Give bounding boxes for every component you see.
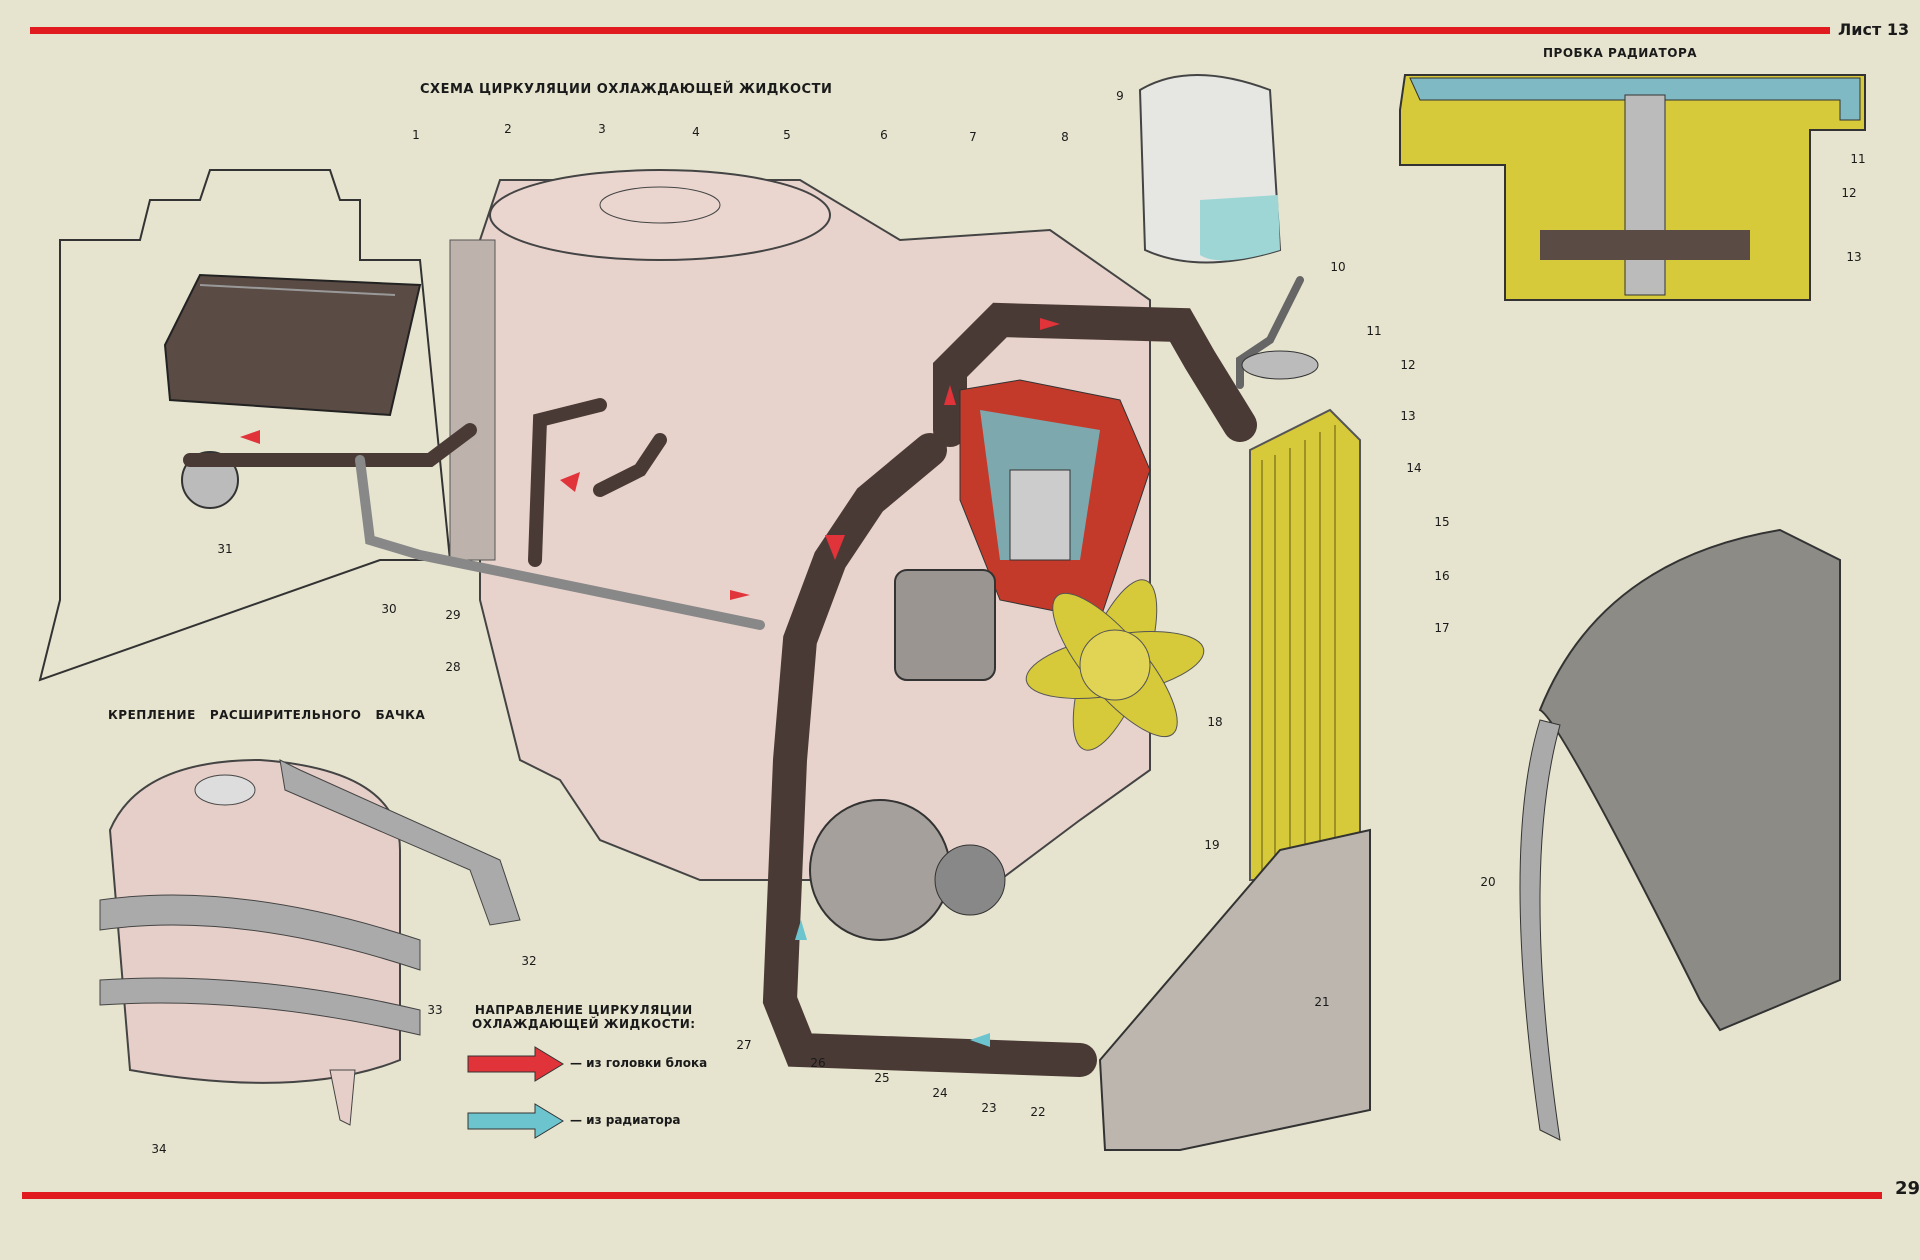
callout-28: 28 xyxy=(445,660,461,674)
radiator-filler-cap xyxy=(1241,350,1319,380)
fan-shroud xyxy=(1538,528,1841,1032)
callout-32: 32 xyxy=(521,954,537,968)
callout-21: 21 xyxy=(1314,995,1330,1009)
callout-8: 8 xyxy=(1061,130,1069,144)
callout-15: 15 xyxy=(1434,515,1450,529)
callout-30: 30 xyxy=(381,602,397,616)
corrugated-hose xyxy=(449,239,496,561)
cap-callout-11: 11 xyxy=(1850,152,1866,166)
callout-19: 19 xyxy=(1204,838,1220,852)
pulley xyxy=(934,844,1006,916)
title-radiator-cap: ПРОБКА РАДИАТОРА xyxy=(1543,46,1698,60)
legend-label: — из головки блока xyxy=(570,1056,708,1070)
callout-22: 22 xyxy=(1030,1105,1046,1119)
legend-item-hot: — из головки блока xyxy=(570,1056,707,1070)
callout-31: 31 xyxy=(217,542,233,556)
callout-33: 33 xyxy=(427,1003,443,1017)
callout-1: 1 xyxy=(412,128,420,142)
callout-2: 2 xyxy=(504,122,512,136)
title-circulation-scheme: СХЕМА ЦИРКУЛЯЦИИ ОХЛАЖДАЮЩЕЙ ЖИДКОСТИ xyxy=(420,82,833,97)
legend-arrow-cold xyxy=(467,1103,564,1139)
fan xyxy=(1025,579,1205,751)
callout-34: 34 xyxy=(151,1142,167,1156)
callout-29: 29 xyxy=(445,608,461,622)
tank-mounting-illustration xyxy=(99,758,521,1126)
callout-17: 17 xyxy=(1434,621,1450,635)
callout-10: 10 xyxy=(1330,260,1346,274)
radiator-lower-tank xyxy=(1098,828,1371,1151)
legend-title-line2: ОХЛАЖДАЮЩЕЙ ЖИДКОСТИ: xyxy=(472,1017,696,1031)
callout-7: 7 xyxy=(969,130,977,144)
callout-23: 23 xyxy=(981,1101,997,1115)
callout-24: 24 xyxy=(932,1086,948,1100)
callout-6: 6 xyxy=(880,128,888,142)
page-number: 29 xyxy=(1895,1178,1920,1199)
alternator xyxy=(809,799,951,941)
callout-13: 13 xyxy=(1400,409,1416,423)
callout-5: 5 xyxy=(783,128,791,142)
callout-4: 4 xyxy=(692,125,700,139)
sheet-label: Лист 13 xyxy=(1838,20,1910,39)
callout-26: 26 xyxy=(810,1056,826,1070)
callout-12: 12 xyxy=(1400,358,1416,372)
car-body-outline xyxy=(38,169,452,682)
air-filter xyxy=(489,169,831,261)
callout-16: 16 xyxy=(1434,569,1450,583)
hoses xyxy=(183,276,1304,1077)
legend-arrow-hot xyxy=(467,1046,564,1082)
bottom-rule xyxy=(22,1192,1882,1199)
mounting-strap xyxy=(99,894,421,971)
legend-label: — из радиатора xyxy=(570,1113,681,1127)
callout-3: 3 xyxy=(598,122,606,136)
callout-14: 14 xyxy=(1406,461,1422,475)
shroud-bracket xyxy=(1519,719,1561,1141)
callout-9: 9 xyxy=(1116,89,1124,103)
title-tank-mounting: КРЕПЛЕНИЕ РАСШИРИТЕЛЬНОГО БАЧКА xyxy=(108,708,426,722)
callout-27: 27 xyxy=(736,1038,752,1052)
cap-callout-13: 13 xyxy=(1846,250,1862,264)
heater-radiator xyxy=(163,273,422,417)
legend-item-cold: — из радиатора xyxy=(570,1113,681,1127)
radiator-cap-cutaway xyxy=(1399,74,1866,301)
legend-title: НАПРАВЛЕНИЕ ЦИРКУЛЯЦИИ ОХЛАЖДАЮЩЕЙ ЖИДКО… xyxy=(472,1003,696,1031)
callout-18: 18 xyxy=(1207,715,1223,729)
callout-11: 11 xyxy=(1366,324,1382,338)
legend-title-line1: НАПРАВЛЕНИЕ ЦИРКУЛЯЦИИ xyxy=(474,1003,693,1017)
callout-20: 20 xyxy=(1480,875,1496,889)
top-rule xyxy=(30,27,1830,34)
cap-callout-12: 12 xyxy=(1841,186,1857,200)
piston xyxy=(1009,469,1071,561)
water-pump xyxy=(894,569,996,681)
flow-arrows-hot xyxy=(240,318,1060,600)
callout-25: 25 xyxy=(874,1071,890,1085)
